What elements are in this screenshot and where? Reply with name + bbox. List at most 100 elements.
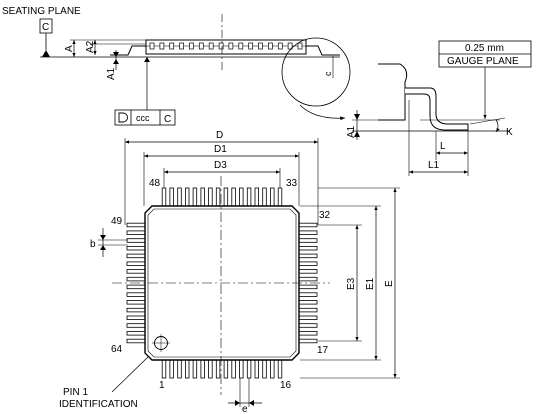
pin-49-label: 49 — [111, 216, 123, 227]
e-arrow-icon — [235, 400, 240, 406]
side-lead — [277, 42, 283, 50]
lead-right — [298, 331, 318, 336]
detail-view: 0.25 mm GAUGE PLANE A1 K L L1 — [346, 40, 532, 176]
b-label: b — [90, 239, 96, 250]
lead-right — [298, 300, 318, 305]
K-line1 — [469, 117, 506, 125]
lead-right — [298, 307, 318, 313]
pin1-leader — [111, 356, 149, 393]
E3-label: E3 — [346, 277, 357, 290]
detail-body — [378, 63, 408, 121]
D1-label: D1 — [214, 144, 227, 155]
E-label: E — [384, 280, 395, 287]
lead-top — [231, 187, 236, 207]
pin-17-label: 17 — [317, 345, 329, 356]
lead-left — [126, 269, 146, 274]
side-lead — [238, 42, 244, 50]
pin-1-label: 1 — [159, 380, 165, 391]
flatness-ref: C — [164, 114, 171, 125]
lead-right — [298, 230, 318, 235]
c-label: c — [323, 71, 333, 76]
lead-right — [298, 269, 318, 274]
lead-top — [262, 187, 267, 207]
A-label: A — [64, 45, 75, 52]
L1-label: L1 — [428, 160, 440, 171]
side-lead — [268, 42, 273, 50]
lead-right — [298, 261, 318, 266]
A1-detail-label: A1 — [346, 125, 357, 138]
side-lead — [287, 42, 293, 50]
lead-bottom — [192, 359, 198, 379]
pin1-label-line1: PIN 1 — [63, 387, 88, 398]
flatness-value: ccc — [136, 113, 150, 123]
lead-top — [169, 187, 174, 207]
detail-lead — [405, 87, 469, 131]
lead-top — [215, 187, 221, 207]
side-lead — [258, 42, 263, 50]
lead-right — [298, 292, 318, 297]
K-arc — [495, 119, 500, 133]
lead-bottom — [184, 359, 190, 379]
lead-left — [126, 261, 146, 266]
lead-top — [177, 187, 182, 207]
lead-right — [298, 338, 318, 344]
pin-33-label: 33 — [286, 178, 298, 189]
lead-bottom — [254, 359, 259, 379]
lead-right — [298, 245, 318, 251]
side-lead — [169, 42, 175, 50]
lead-bottom — [177, 359, 182, 379]
A1-arrow-icon — [113, 52, 119, 57]
pin-64-label: 64 — [111, 344, 123, 355]
lead-left — [126, 331, 146, 336]
lead-bottom — [246, 359, 252, 379]
lead-bottom — [215, 359, 221, 379]
A1d-arrow2-icon — [354, 131, 360, 137]
A1-arrow2-icon — [113, 59, 119, 64]
side-lead — [149, 42, 155, 50]
side-lead — [198, 42, 204, 50]
lead-bottom — [223, 359, 229, 379]
lead-left — [126, 284, 146, 290]
lead-bottom — [270, 359, 275, 379]
lead-bottom — [161, 359, 167, 379]
lead-left — [126, 300, 146, 305]
lead-right — [298, 253, 318, 259]
lead-bottom — [200, 359, 205, 379]
lead-right — [298, 315, 318, 320]
lead-left — [126, 315, 146, 320]
lead-top — [254, 187, 259, 207]
package-body-inner — [147, 208, 297, 358]
gauge-value: 0.25 mm — [465, 43, 504, 54]
side-lead — [159, 42, 165, 50]
L-label: L — [440, 141, 446, 152]
side-right-lead — [306, 45, 340, 56]
lead-bottom — [169, 359, 174, 379]
side-left-lead — [110, 45, 146, 56]
lead-bottom — [262, 359, 267, 379]
lead-top — [208, 187, 213, 207]
lead-top — [192, 187, 198, 207]
lead-top — [200, 187, 205, 207]
ccc-arrow-icon — [144, 57, 150, 62]
lead-left — [126, 338, 146, 344]
lead-right — [298, 284, 318, 290]
lead-left — [126, 230, 146, 235]
lead-top — [239, 187, 244, 207]
seating-ref-label: C — [42, 22, 49, 33]
lead-right — [298, 276, 318, 282]
flatness-symbol-icon — [118, 112, 128, 123]
e-arrow2-icon — [249, 400, 254, 406]
lead-right — [298, 323, 318, 328]
pin-32-label: 32 — [319, 210, 331, 221]
D-label: D — [216, 130, 223, 141]
lead-top — [246, 187, 252, 207]
side-lead — [297, 42, 303, 50]
lead-left — [126, 276, 146, 282]
E1-label: E1 — [365, 277, 376, 290]
lead-left — [126, 238, 146, 243]
A1-label: A1 — [106, 67, 117, 80]
lead-left — [126, 253, 146, 259]
side-lead — [189, 42, 194, 50]
lead-bottom — [277, 359, 283, 379]
